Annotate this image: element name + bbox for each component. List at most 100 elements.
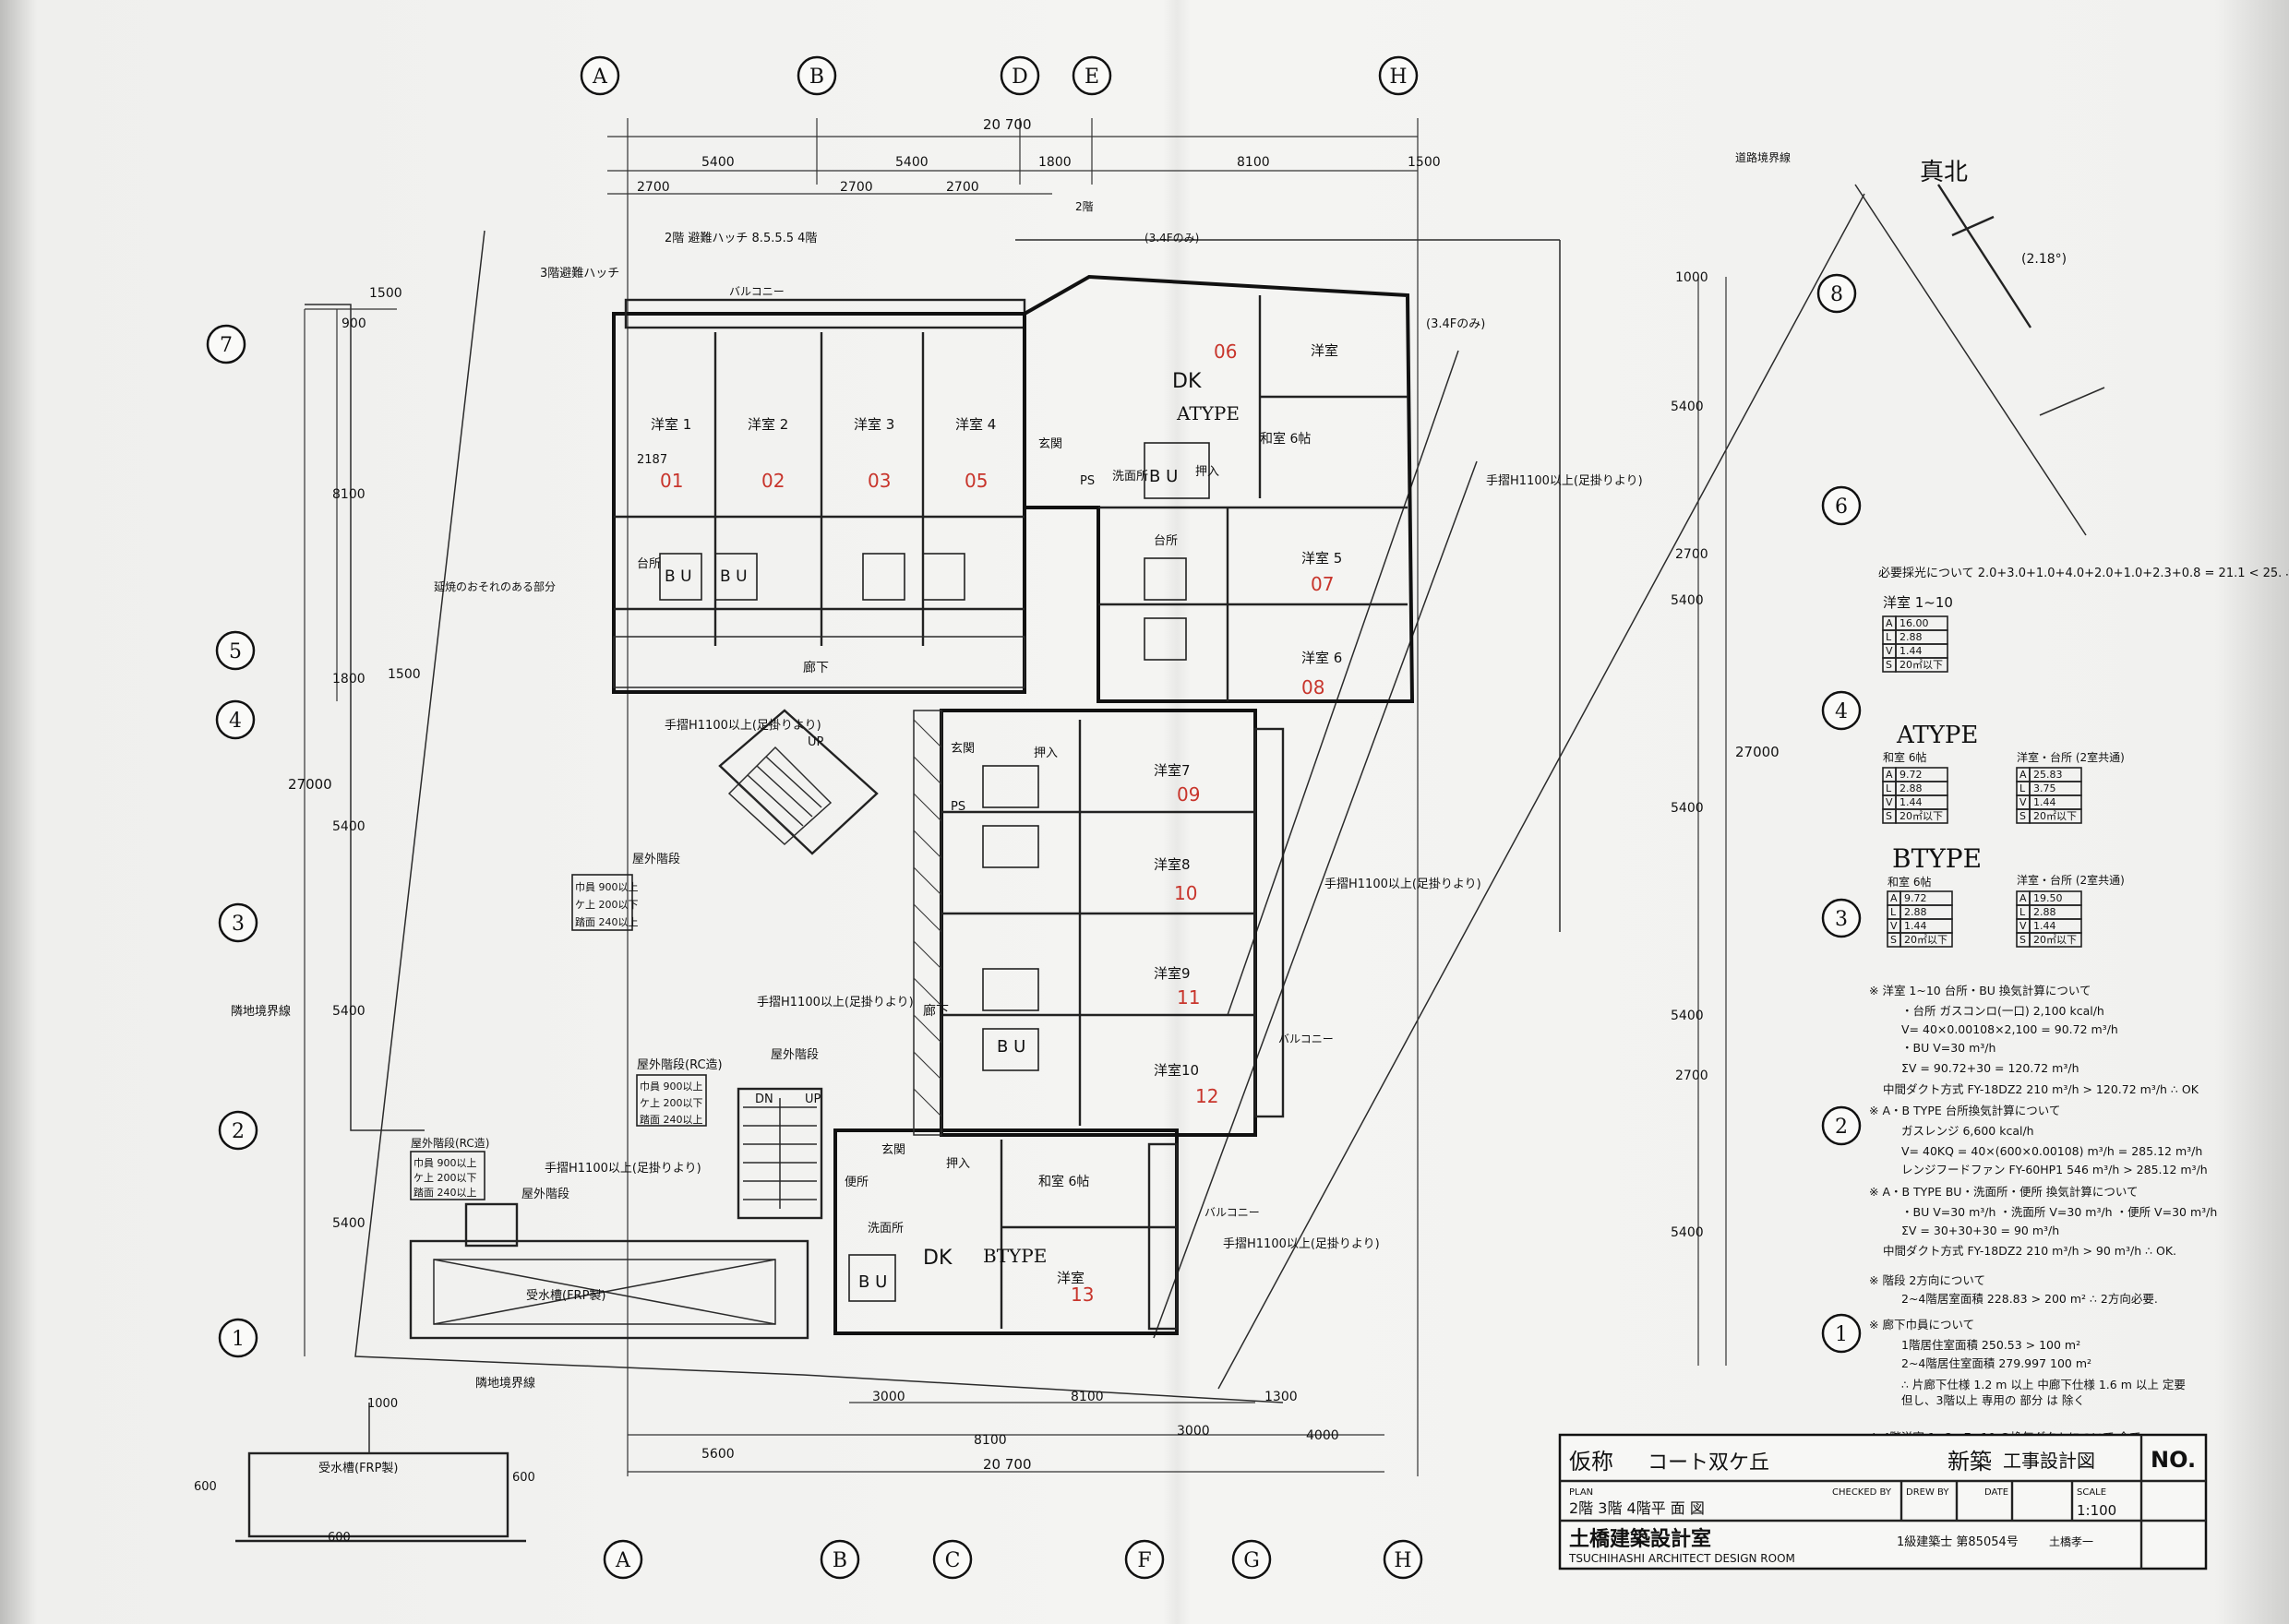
note-a-sub1: 和室 6帖 — [1883, 750, 1926, 764]
grid-circle — [1816, 273, 1857, 314]
label-kitchen-w: 台所 — [637, 557, 661, 571]
room-a-num: 06 — [1214, 340, 1237, 363]
grid-label: A — [615, 1549, 631, 1572]
vent-note-line: ※ A・B TYPE BU・洗面所・便所 換気計算について — [1869, 1185, 2139, 1199]
grid-circle — [1231, 1539, 1272, 1580]
label-handrail-tank: 手摺H1100以上(足掛りより) — [545, 1162, 701, 1176]
table-value: 2.88 — [1900, 631, 1923, 643]
grid-bubble-right-1: 1 — [1821, 1313, 1862, 1354]
dim-bottom-3: 1300 — [1264, 1390, 1298, 1404]
room-7-num: 09 — [1177, 783, 1200, 806]
dim-total-bottom: 20 700 — [983, 1456, 1032, 1473]
room-5-name: 洋室 5 — [1301, 550, 1342, 567]
grid-circle — [218, 902, 258, 943]
room-2-name: 洋室 2 — [748, 416, 788, 433]
table-value: 20㎡以下 — [1904, 934, 1947, 946]
label-up-2: UP — [805, 1093, 821, 1106]
plan-labels: 3階避難ハッチ 2階 避難ハッチ 8.5.5.5 4階 (3.4Fのみ) 手摺H… — [231, 150, 2067, 1475]
table-value: 9.72 — [1900, 769, 1923, 781]
grid-label: 1 — [1835, 1323, 1848, 1346]
grid-circle — [1124, 1539, 1165, 1580]
room-7-name: 洋室7 — [1154, 762, 1191, 779]
vent-note-line: ※ 洋室 1~10 台所・BU 換気計算について — [1869, 984, 2091, 997]
grid-bubble-top-D: D — [1000, 55, 1040, 96]
vent-note-line: 但し、3階以上 専用の 部分 は 除く — [1901, 1393, 2085, 1407]
tb-drew: DREW BY — [1906, 1487, 1949, 1498]
stairs-spec-3: 踏面 240以上 — [575, 915, 639, 928]
label-bu-w1: B U — [665, 567, 692, 586]
label-closet-b: 押入 — [946, 1157, 970, 1171]
grid-label: A — [592, 66, 608, 89]
calc-notes: 必要採光について 2.0+3.0+1.0+4.0+2.0+1.0+2.3+0.8… — [1869, 567, 2289, 1461]
dim-top-1: 5400 — [701, 155, 735, 170]
water-tank-plan — [409, 1202, 809, 1340]
label-corridor-west: 廊下 — [803, 660, 829, 675]
table-value: 1.44 — [2033, 796, 2056, 808]
rooms: 洋室 1 01 2187 洋室 2 02 洋室 3 03 洋室 4 05 洋室 … — [637, 340, 1342, 1306]
grid-bubble-left-4: 4 — [215, 699, 256, 740]
table-value: 25.83 — [2033, 769, 2063, 781]
room-9-name: 洋室9 — [1154, 965, 1191, 982]
label-handrail-east: 手摺H1100以上(足掛りより) — [1486, 474, 1643, 488]
label-dk-b: DK — [923, 1247, 953, 1270]
dim-bottom2-4: 4000 — [1306, 1428, 1339, 1443]
vent-notes: ※ 洋室 1~10 台所・BU 換気計算について・台所 ガスコンロ(一口) 2,… — [1869, 984, 2217, 1461]
stair-upper — [718, 709, 879, 855]
tb-karisho: 仮称 — [1569, 1449, 1613, 1475]
dim-bottom2-3: 3000 — [1177, 1424, 1210, 1439]
grid-bubble-bottom-G: G — [1231, 1539, 1272, 1580]
table-value: 2.88 — [2033, 906, 2056, 918]
label-balcony-mid: バルコニー — [1278, 1033, 1334, 1045]
grid-bubble-left-1: 1 — [218, 1318, 258, 1358]
tb-scale-label: SCALE — [2077, 1487, 2106, 1498]
grid-label: 3 — [232, 913, 245, 936]
dim-left-5: 1500 — [388, 667, 421, 682]
table-value: 1.44 — [1900, 796, 1923, 808]
dimension-lines — [304, 118, 1727, 1476]
label-ps-a: PS — [1080, 474, 1095, 488]
dim-right-9: 5400 — [1671, 1225, 1704, 1240]
grid-circle — [206, 324, 246, 364]
grid-circle — [1821, 690, 1862, 731]
grid-bubble-bottom-A: A — [603, 1539, 643, 1580]
dim-right-7: 5400 — [1671, 1009, 1704, 1023]
label-boundary-left: 隣地境界線 — [231, 1004, 291, 1019]
grid-bubble-right-4: 4 — [1821, 690, 1862, 731]
label-bu-b: B U — [858, 1272, 887, 1292]
grid-circle — [1821, 1313, 1862, 1354]
grid-circle — [1383, 1539, 1423, 1580]
table-value-cell — [2029, 932, 2082, 948]
tb-plan-label: PLAN — [1569, 1487, 1593, 1498]
grid-bubble-right-6: 6 — [1821, 485, 1862, 526]
note-a-type-title: ATYPE — [1896, 722, 1978, 749]
dim-tank-2: 600 — [194, 1480, 217, 1494]
grid-label: 7 — [220, 334, 233, 357]
grid-bubble-bottom-C: C — [932, 1539, 973, 1580]
grid-circle — [1000, 55, 1040, 96]
label-water-tank-elev: 受水槽(FRP製) — [318, 1462, 399, 1475]
grid-bubble-bottom-F: F — [1124, 1539, 1165, 1580]
label-outdoor-stairs-2: 屋外階段 — [771, 1048, 819, 1062]
vent-note-line: ※ A・B TYPE 台所換気計算について — [1869, 1104, 2060, 1117]
dim-left-6: 27000 — [288, 776, 332, 793]
grid-circle — [1072, 55, 1112, 96]
room-1-name: 洋室 1 — [651, 416, 691, 433]
dim-right-8: 2700 — [1675, 1069, 1708, 1083]
note-western-title: 洋室 1~10 — [1883, 594, 1953, 611]
table-value: 1.44 — [1900, 645, 1923, 657]
tb-work: 工事設計図 — [2003, 1450, 2095, 1472]
grid-label: 3 — [1835, 908, 1848, 931]
room-b-name: 洋室 — [1057, 1270, 1085, 1286]
table-key: S — [1890, 934, 1897, 946]
vent-note-line: ガスレンジ 6,600 kcal/h — [1901, 1124, 2034, 1138]
label-lavatory-a: 洗面所 — [1112, 470, 1148, 484]
grid-bubble-left-7: 7 — [206, 324, 246, 364]
dim-left-7: 5400 — [332, 819, 366, 834]
vent-note-line: 2~4階居住室面積 279.997 100 m² — [1901, 1356, 2091, 1370]
label-entrance-b: 玄関 — [881, 1143, 905, 1157]
label-handrail-south: 手摺H1100以上(足掛りより) — [1223, 1237, 1380, 1251]
label-north-angle: (2.18°) — [2021, 252, 2067, 267]
